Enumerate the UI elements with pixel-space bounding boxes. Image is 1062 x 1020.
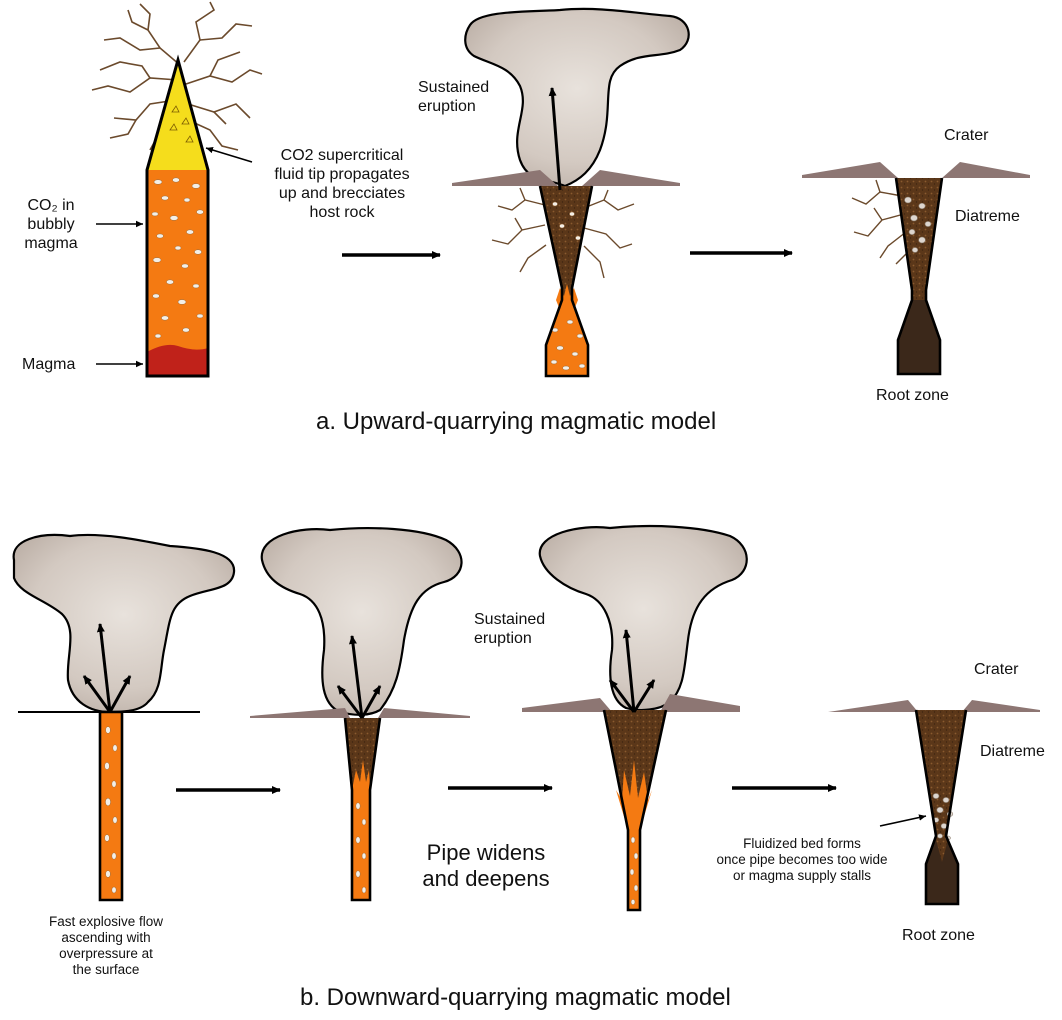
label-magma: Magma: [22, 356, 76, 373]
cracks-a1: [91, 1, 263, 151]
label-diatreme-a: Diatreme: [955, 208, 1020, 225]
caption-panel-b: b. Downward-quarrying magmatic model: [300, 984, 731, 1011]
magma-dike-a: [145, 54, 210, 378]
label-fluidized-bed: Fluidized bed forms once pipe becomes to…: [716, 836, 888, 883]
pipe-b2: [250, 527, 470, 902]
pipe-b3: [522, 524, 748, 912]
label-sustained-eruption-a: Sustained eruption: [418, 79, 490, 115]
label-co2-bubbly: CO₂ in bubbly magma: [24, 197, 78, 252]
arrow-co2-tip: [205, 146, 253, 163]
caption-panel-a: a. Upward-quarrying magmatic model: [316, 408, 717, 435]
explosive-flow-b1: [12, 533, 236, 902]
label-pipe-widens: Pipe widens and deepens: [422, 840, 550, 891]
label-sustained-eruption-b: Sustained eruption: [474, 611, 546, 647]
label-crater-a: Crater: [944, 127, 989, 144]
sustained-eruption-a: [452, 7, 690, 378]
label-root-zone-b: Root zone: [902, 927, 975, 944]
label-root-zone-a: Root zone: [876, 387, 949, 404]
diatreme-b4: [828, 700, 1040, 906]
label-co2-tip: CO2 supercritical fluid tip propagates u…: [274, 147, 410, 221]
label-diatreme-b: Diatreme: [980, 743, 1045, 760]
diatreme-a: [802, 162, 1030, 376]
label-fast-flow: Fast explosive flow ascending with overp…: [48, 914, 164, 977]
label-crater-b: Crater: [974, 661, 1019, 678]
